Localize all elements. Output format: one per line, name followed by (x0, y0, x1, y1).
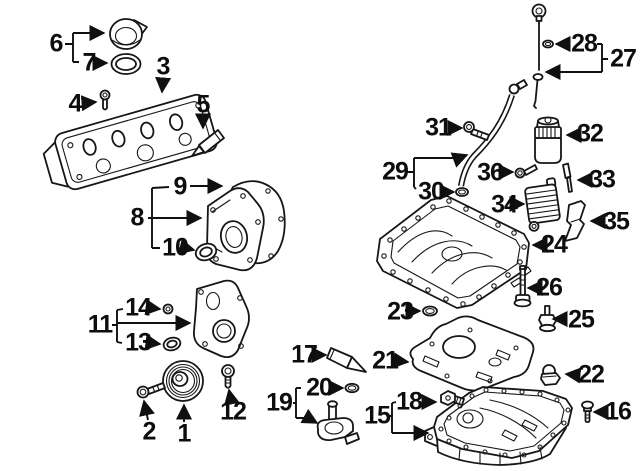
bracket-11 (112, 308, 124, 344)
callout-22-oil-pan-plug: 22 (578, 360, 605, 389)
callout-14-seal-ring: 14 (125, 293, 152, 322)
tube-o-ring-part (455, 187, 469, 197)
sealant-tube-upper-part (191, 129, 225, 157)
callout-17-sealant-tube-lower: 17 (291, 340, 318, 369)
callout-30-tube-o-ring: 30 (418, 177, 445, 206)
oil-pan-plug-part (540, 364, 561, 386)
oil-cooler-part (524, 177, 561, 232)
callout-36-cooler-bolt: 36 (477, 158, 504, 187)
oil-dipstick-part (531, 3, 547, 109)
callout-7-filler-cap-seal: 7 (82, 48, 97, 77)
callout-8-upper-timing-cover: 8 (130, 203, 145, 232)
bracket-15 (389, 401, 397, 433)
callout-10-timing-cover-seal: 10 (162, 233, 189, 262)
callout-21-oil-baffle: 21 (372, 346, 399, 375)
bracket-6 (65, 33, 79, 63)
callout-20-pickup-o-ring: 20 (306, 373, 333, 402)
callout-9-timing-cover-gasket: 9 (173, 172, 188, 201)
oil-pump-pickup-part (316, 400, 360, 445)
pan-bolt-long-part (513, 265, 532, 308)
sealant-tube-lower-part (326, 347, 367, 373)
leader-29 (414, 152, 469, 168)
callout-25-pan-bolt-short: 25 (568, 305, 595, 334)
callout-27-oil-dipstick: 27 (610, 44, 637, 73)
callout-19-oil-pump-pickup: 19 (266, 388, 293, 417)
bracket-8 (151, 186, 170, 249)
callout-31-tube-bolt: 31 (425, 113, 452, 142)
dipstick-o-ring-part (542, 39, 554, 49)
callout-11-lower-timing-cover: 11 (87, 310, 113, 339)
upper-timing-cover-part (206, 187, 265, 272)
bracket-27 (597, 43, 608, 72)
oil-filler-cap-part (109, 18, 148, 50)
dowel-pin-part (562, 162, 573, 193)
crankshaft-pulley-part (162, 360, 204, 402)
leader-12 (223, 388, 240, 406)
callout-3-valve-cover: 3 (156, 52, 171, 81)
callout-2-pulley-bolt: 2 (142, 417, 157, 446)
o-ring-part (422, 305, 438, 317)
callout-28-dipstick-o-ring: 28 (571, 29, 598, 58)
callout-4-valve-cover-bolt: 4 (68, 89, 83, 118)
lower-cover-bolt-part (221, 364, 235, 389)
callout-13-crankshaft-seal: 13 (125, 328, 152, 357)
leader-10 (177, 238, 196, 255)
callout-24-upper-oil-pan: 24 (541, 230, 568, 259)
oil-filter-part (534, 116, 562, 164)
callout-16-oil-pan-bolt: 16 (605, 397, 632, 426)
filler-cap-seal-part (110, 53, 142, 75)
drain-plug-part (440, 390, 465, 406)
leader-2 (139, 399, 155, 421)
callout-15-lower-oil-pan: 15 (364, 401, 391, 430)
callout-5-sealant-tube-upper: 5 (196, 90, 211, 119)
callout-1-crankshaft-pulley: 1 (177, 419, 192, 448)
seal-ring-part (162, 303, 174, 315)
tube-bolt-part (463, 121, 490, 141)
dipstick-tube-part (457, 79, 528, 187)
callout-35-cooler-gasket: 35 (603, 207, 630, 236)
pickup-o-ring-part (344, 382, 360, 394)
valve-cover-bolt-part (99, 89, 111, 111)
oil-baffle-part (409, 315, 535, 392)
callout-26-pan-bolt-long: 26 (536, 273, 563, 302)
callout-32-oil-filter: 32 (577, 119, 604, 148)
callout-18-drain-plug: 18 (396, 387, 423, 416)
leader-lines (65, 24, 609, 442)
pulley-bolt-part (136, 382, 166, 399)
lower-timing-cover-part (193, 279, 250, 359)
leader-14 (144, 299, 162, 316)
cooler-gasket-part (564, 200, 586, 242)
leader-13 (144, 334, 162, 351)
leader-22 (564, 367, 582, 384)
oil-pan-bolt-part (581, 400, 594, 423)
callout-12-lower-cover-bolt: 12 (220, 397, 247, 426)
leader-21 (392, 352, 410, 369)
leader-3 (155, 76, 172, 94)
callout-29-dipstick-tube: 29 (382, 157, 409, 186)
callout-34-oil-cooler: 34 (491, 190, 518, 219)
callout-23-o-ring: 23 (387, 297, 414, 326)
cooler-bolt-part (514, 164, 538, 179)
leader-19 (296, 408, 319, 424)
bracket-19 (293, 387, 301, 418)
bracket-29 (407, 158, 417, 190)
valve-cover-part (42, 93, 218, 191)
leader-4 (80, 95, 98, 112)
callout-6-oil-filler-cap: 6 (49, 29, 64, 58)
crankshaft-seal-part (162, 336, 182, 352)
callout-33-dowel-pin: 33 (589, 165, 616, 194)
timing-cover-seal-part (194, 242, 218, 262)
